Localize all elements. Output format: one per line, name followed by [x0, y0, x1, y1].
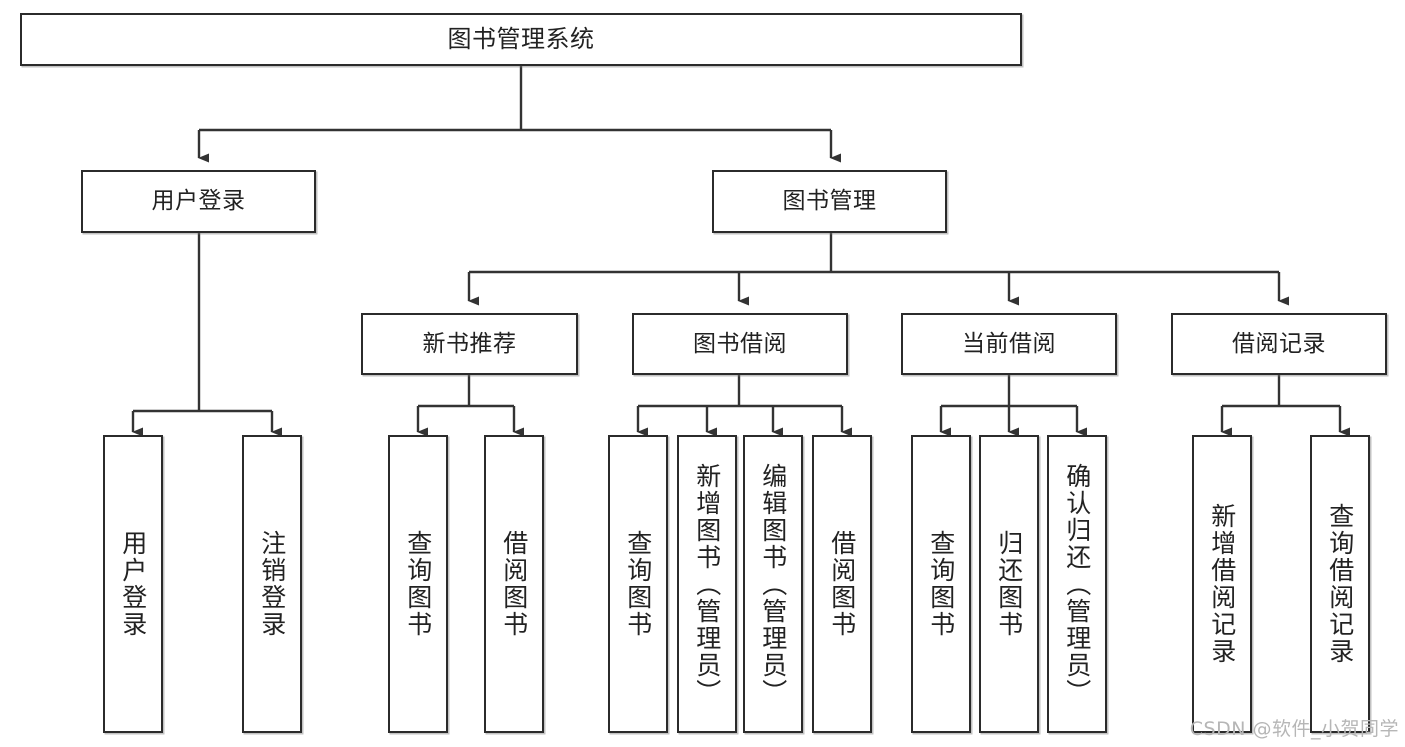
node-user-login[interactable]: 用户登录: [81, 170, 316, 233]
node-label: 当前借阅: [962, 330, 1056, 357]
node-label: 借阅图书: [827, 530, 857, 638]
node-label: 查询图书: [926, 530, 956, 638]
node-label: 借阅记录: [1232, 330, 1326, 357]
node-book-management-system[interactable]: 图书管理系统: [20, 13, 1022, 66]
node-label: 确认归还（管理员）: [1062, 462, 1092, 706]
node-label: 新书推荐: [422, 330, 517, 357]
node-label: 归还图书: [994, 530, 1024, 638]
node-label: 新增图书（管理员）: [692, 462, 722, 706]
node-label: 查询借阅记录: [1325, 503, 1355, 665]
node-borrow-record[interactable]: 借阅记录: [1171, 313, 1387, 375]
leaf-query-book-recommend[interactable]: 查询图书: [388, 435, 448, 733]
leaf-borrow-book-recommend[interactable]: 借阅图书: [484, 435, 544, 733]
leaf-edit-book-admin[interactable]: 编辑图书（管理员）: [743, 435, 803, 733]
node-label: 用户登录: [118, 530, 148, 638]
node-new-book-recommend[interactable]: 新书推荐: [361, 313, 578, 375]
leaf-borrow-book[interactable]: 借阅图书: [812, 435, 872, 733]
watermark: CSDN @软件_小贺同学: [1189, 718, 1399, 740]
node-current-borrow[interactable]: 当前借阅: [901, 313, 1117, 375]
node-book-borrow[interactable]: 图书借阅: [632, 313, 848, 375]
leaf-logout[interactable]: 注销登录: [242, 435, 302, 733]
leaf-return-book[interactable]: 归还图书: [979, 435, 1039, 733]
node-label: 编辑图书（管理员）: [758, 462, 788, 706]
node-label: 借阅图书: [499, 530, 529, 638]
node-label: 图书借阅: [693, 330, 787, 357]
leaf-add-borrow-record[interactable]: 新增借阅记录: [1192, 435, 1252, 733]
node-label: 用户登录: [151, 188, 246, 215]
node-label: 图书管理: [782, 188, 877, 215]
leaf-user-login[interactable]: 用户登录: [103, 435, 163, 733]
node-book-management[interactable]: 图书管理: [712, 170, 947, 233]
node-label: 图书管理系统: [447, 24, 595, 53]
node-label: 注销登录: [257, 530, 287, 638]
leaf-add-book-admin[interactable]: 新增图书（管理员）: [677, 435, 737, 733]
node-label: 新增借阅记录: [1207, 503, 1237, 665]
leaf-query-borrow-record[interactable]: 查询借阅记录: [1310, 435, 1370, 733]
leaf-query-book-borrow[interactable]: 查询图书: [608, 435, 668, 733]
leaf-confirm-return-admin[interactable]: 确认归还（管理员）: [1047, 435, 1107, 733]
node-label: 查询图书: [403, 530, 433, 638]
leaf-query-book-current[interactable]: 查询图书: [911, 435, 971, 733]
node-label: 查询图书: [623, 530, 653, 638]
